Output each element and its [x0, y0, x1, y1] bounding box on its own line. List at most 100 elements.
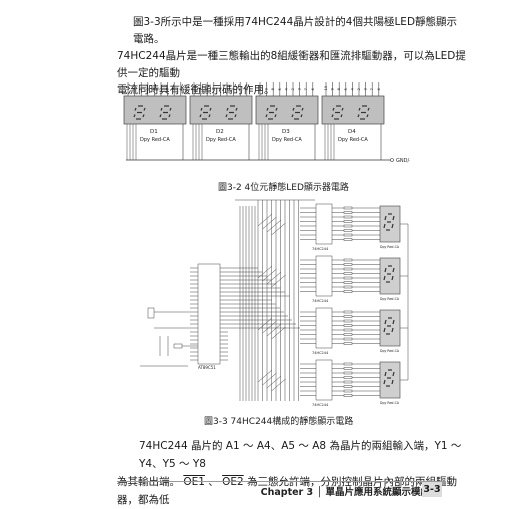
- resistor: [343, 206, 353, 210]
- pin-number: 8: [270, 88, 275, 91]
- display-chip: [379, 257, 401, 295]
- pin-number: 4: [217, 88, 222, 91]
- bus-entry: [262, 216, 277, 230]
- digit-group: 1098542376abcdefgdpD1Dpy Red-CA109854237…: [123, 82, 410, 164]
- resistor: [343, 281, 353, 284]
- buffer-chip: [315, 307, 333, 349]
- pin-number: 2: [158, 88, 163, 91]
- digit-left-seg-b: [275, 107, 278, 111]
- figure-3-2-caption: 圖3-2 4位元靜態LED顯示器電路: [218, 183, 349, 193]
- pin-number: 8: [204, 88, 209, 91]
- pin-number: 10: [323, 85, 328, 90]
- pin-number: 9: [132, 88, 137, 91]
- display-body: [321, 95, 385, 125]
- resistor: [343, 290, 353, 293]
- digit-right-seg-f: [358, 107, 361, 111]
- digit-2: 1098542376abcdefgdpD2Dpy Red-CA: [189, 82, 253, 160]
- buffer-label: 74HC244: [312, 299, 329, 303]
- pin-number: 8: [336, 88, 341, 91]
- digit-left-seg-e: [331, 114, 334, 118]
- pin-number: 4: [151, 88, 156, 91]
- resistor: [343, 272, 353, 275]
- digit-right-seg-f: [292, 107, 295, 111]
- display-body: [255, 95, 319, 125]
- resistor: [343, 220, 353, 223]
- display-chip: [379, 205, 401, 243]
- pin-number: 5: [277, 88, 282, 91]
- buffer-label: 74HC244: [312, 403, 329, 407]
- digit-1: 1098542376abcdefgdpD1Dpy Red-CA: [123, 82, 187, 160]
- bus-entry: [271, 274, 286, 288]
- display-label: Dpy Red-CA: [380, 245, 400, 249]
- mcu-label: AT89C51: [198, 365, 216, 370]
- digit-right-seg-e: [291, 114, 294, 118]
- resistor: [343, 215, 353, 219]
- row-digit-seg-b: [392, 371, 395, 377]
- pin-number: 5: [145, 88, 150, 91]
- body-line-1: 74HC244 晶片的 A1 ～ A4、A5 ～ A8 為晶片的兩組輸入端，Y1…: [139, 440, 462, 470]
- bus-entry: [262, 320, 277, 334]
- pin-number: 3: [363, 88, 368, 91]
- display-chip: [379, 361, 401, 399]
- resistor: [173, 343, 183, 349]
- bus-entry: [266, 375, 282, 389]
- resistor: [343, 267, 353, 271]
- bus-entry: [266, 219, 282, 233]
- digit-right-seg-b: [301, 107, 304, 111]
- pin-number: 10: [257, 85, 262, 90]
- display-row-1: 74HC244 Dpy Red-CA: [300, 203, 408, 251]
- footer-rule: [117, 481, 445, 482]
- resistor: [343, 328, 353, 332]
- row-digit-seg-f: [384, 319, 387, 325]
- resistor: [343, 362, 353, 366]
- pin-number: 4: [349, 88, 354, 91]
- digit-left-seg-c: [142, 114, 145, 118]
- resistor: [343, 285, 353, 289]
- mcu-chip: [197, 263, 221, 365]
- digit-right-seg-f: [160, 107, 163, 111]
- buffer-label: 74HC244: [312, 247, 329, 251]
- pin-number: 7: [369, 88, 374, 91]
- display-chip: [379, 309, 401, 347]
- display-body: [123, 95, 187, 125]
- digit-right-seg-b: [367, 107, 370, 111]
- digit-right-seg-b: [169, 107, 172, 111]
- resistor: [343, 211, 353, 214]
- resistor: [343, 371, 353, 375]
- display-label: Dpy Red-CA: [380, 349, 400, 353]
- resistor: [343, 319, 353, 323]
- pin-number: 7: [237, 88, 242, 91]
- row-digit-seg-b: [392, 319, 395, 325]
- pin-number: 3: [297, 88, 302, 91]
- digit-left-seg-f: [332, 107, 335, 111]
- power-terminal: [390, 158, 394, 162]
- digit-right-seg-c: [300, 114, 303, 118]
- oe1-symbol: OE1: [183, 476, 205, 488]
- row-digit-seg-c: [391, 379, 394, 385]
- digit-left-seg-c: [208, 114, 211, 118]
- digit-ref: D3: [282, 129, 290, 135]
- bus-entry: [257, 317, 273, 331]
- digit-right-seg-e: [159, 114, 162, 118]
- digit-part: Dpy Red-CA: [206, 137, 236, 143]
- row-digit-seg-e: [383, 223, 386, 229]
- row-digit-seg-f: [384, 215, 387, 221]
- intro-line-1: 圖3-3所示中是一種採用74HC244晶片設計的4個共陽極LED靜態顯示電路。: [133, 16, 458, 45]
- intro-line-3: 電流同時具有緩衝顯示碼的作用。: [117, 84, 275, 96]
- resistor: [343, 310, 353, 314]
- digit-left-seg-e: [265, 114, 268, 118]
- pin-number: 7: [303, 88, 308, 91]
- resistor: [343, 315, 353, 318]
- bus-entry: [257, 265, 273, 279]
- pin-number: 6: [376, 88, 381, 91]
- digit-left-seg-f: [134, 107, 137, 111]
- bus-entry: [257, 369, 273, 383]
- digit-3: 1098542376abcdefgdpD3Dpy Red-CA: [255, 82, 319, 160]
- pin-number: 3: [165, 88, 170, 91]
- figure-3-2-schematic: 1098542376abcdefgdpD1Dpy Red-CA109854237…: [123, 82, 410, 164]
- resistor: [343, 367, 353, 370]
- row-digit-seg-c: [391, 223, 394, 229]
- digit-left-seg-b: [341, 107, 344, 111]
